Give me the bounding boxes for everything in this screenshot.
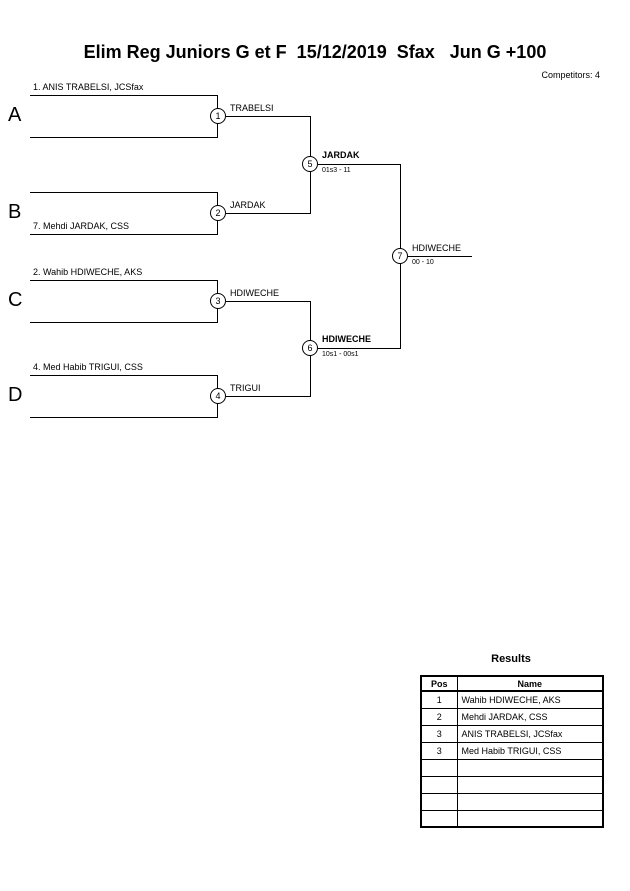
match-5-winner: JARDAK bbox=[322, 150, 360, 160]
result-name: Wahib HDIWECHE, AKS bbox=[456, 690, 604, 709]
bracket-line-c-top bbox=[30, 280, 218, 281]
bracket-line-d-bottom bbox=[30, 417, 218, 418]
seed-player-a: 1. ANIS TRABELSI, JCSfax bbox=[33, 82, 144, 92]
seed-player-b: 7. Mehdi JARDAK, CSS bbox=[33, 221, 130, 231]
match-number-badge-3: 3 bbox=[210, 293, 226, 309]
bracket-line-d-top bbox=[30, 375, 218, 376]
result-row: 3 ANIS TRABELSI, JCSfax bbox=[420, 724, 604, 743]
result-pos bbox=[420, 775, 458, 794]
result-name: Mehdi JARDAK, CSS bbox=[456, 707, 604, 726]
match-number-badge-7: 7 bbox=[392, 248, 408, 264]
results-title: Results bbox=[491, 653, 531, 665]
match-1-winner-line bbox=[226, 116, 310, 117]
group-letter-b: B bbox=[8, 201, 22, 223]
match-number-badge-5: 5 bbox=[302, 156, 318, 172]
result-row bbox=[420, 775, 604, 794]
bracket-line-a-bottom bbox=[30, 137, 218, 138]
match-7-winner-line bbox=[408, 256, 472, 257]
match-6-winner-line bbox=[318, 348, 400, 349]
bracket-line-a-top bbox=[30, 95, 218, 96]
result-name bbox=[456, 758, 604, 777]
group-letter-c: C bbox=[8, 289, 23, 311]
seed-player-d: 4. Med Habib TRIGUI, CSS bbox=[33, 362, 143, 372]
match-3-winner-line bbox=[226, 301, 310, 302]
results-header-row: Pos Name bbox=[420, 675, 604, 692]
result-name: ANIS TRABELSI, JCSfax bbox=[456, 724, 604, 743]
results-header-name: Name bbox=[456, 675, 604, 692]
result-name bbox=[456, 809, 604, 828]
match-1-winner: TRABELSI bbox=[230, 103, 274, 113]
match-7-winner: HDIWECHE bbox=[412, 243, 461, 253]
result-row bbox=[420, 809, 604, 828]
bracket-line-c-bottom bbox=[30, 322, 218, 323]
seed-player-c: 2. Wahib HDIWECHE, AKS bbox=[33, 267, 143, 277]
match-5-winner-line bbox=[318, 164, 400, 165]
result-pos bbox=[420, 758, 458, 777]
result-pos: 3 bbox=[420, 724, 458, 743]
result-row: 3 Med Habib TRIGUI, CSS bbox=[420, 741, 604, 760]
match-number-badge-1: 1 bbox=[210, 108, 226, 124]
result-pos: 1 bbox=[420, 690, 458, 709]
group-letter-d: D bbox=[8, 384, 23, 406]
match-2-winner: JARDAK bbox=[230, 200, 266, 210]
match-number-badge-4: 4 bbox=[210, 388, 226, 404]
result-pos bbox=[420, 792, 458, 811]
result-pos bbox=[420, 809, 458, 828]
results-header-pos: Pos bbox=[420, 675, 458, 692]
result-row bbox=[420, 792, 604, 811]
result-row bbox=[420, 758, 604, 777]
match-6-winner: HDIWECHE bbox=[322, 334, 371, 344]
match-4-winner-line bbox=[226, 396, 310, 397]
page-title: Elim Reg Juniors G et F 15/12/2019 Sfax … bbox=[83, 42, 547, 62]
match-number-badge-2: 2 bbox=[210, 205, 226, 221]
result-name bbox=[456, 775, 604, 794]
competitors-count: Competitors: 4 bbox=[541, 70, 600, 80]
result-name: Med Habib TRIGUI, CSS bbox=[456, 741, 604, 760]
match-2-winner-line bbox=[226, 213, 310, 214]
match-6-score: 10s1 - 00s1 bbox=[322, 351, 359, 358]
bracket-line-b-bottom bbox=[30, 234, 218, 235]
match-number-badge-6: 6 bbox=[302, 340, 318, 356]
results-table: Pos Name 1 Wahib HDIWECHE, AKS 2 Mehdi J… bbox=[420, 675, 604, 828]
result-row: 1 Wahib HDIWECHE, AKS bbox=[420, 690, 604, 709]
result-pos: 2 bbox=[420, 707, 458, 726]
match-5-score: 01s3 - 11 bbox=[322, 167, 351, 174]
match-3-winner: HDIWECHE bbox=[230, 288, 279, 298]
result-name bbox=[456, 792, 604, 811]
match-7-score: 00 - 10 bbox=[412, 259, 434, 266]
match-4-winner: TRIGUI bbox=[230, 383, 261, 393]
bracket-line-b-top bbox=[30, 192, 218, 193]
result-row: 2 Mehdi JARDAK, CSS bbox=[420, 707, 604, 726]
result-pos: 3 bbox=[420, 741, 458, 760]
group-letter-a: A bbox=[8, 104, 22, 126]
